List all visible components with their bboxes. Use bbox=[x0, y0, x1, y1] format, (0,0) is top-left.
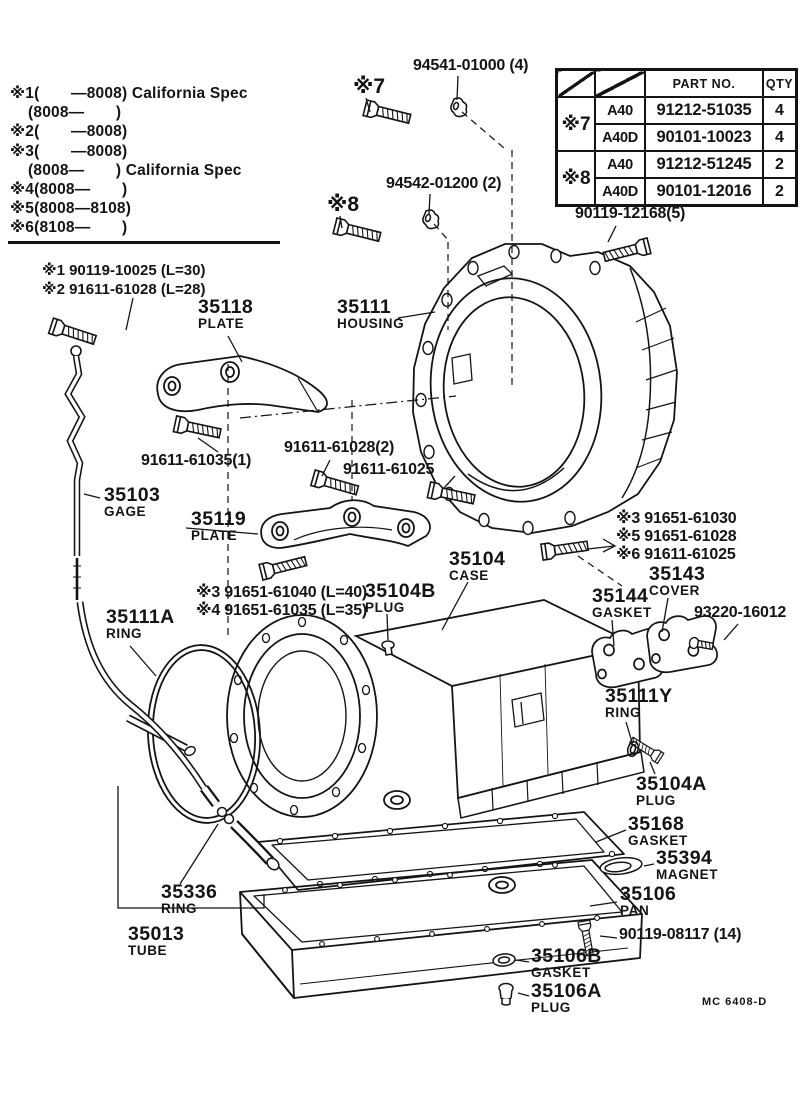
oil-pan-drawing bbox=[239, 859, 643, 999]
part-cell: 91212-51035 bbox=[644, 96, 764, 125]
model-cell: A40 bbox=[594, 150, 646, 179]
bolt-mark12-drawing bbox=[47, 317, 99, 349]
spec-legend-line: ※6(8108— ) bbox=[10, 219, 128, 237]
bolt-length-notes: ※1 90119-10025 (L=30) ※2 91611-61028 (L=2… bbox=[42, 261, 205, 299]
part-cell: 90101-10023 bbox=[644, 123, 764, 152]
diagonal-header-cell bbox=[594, 68, 646, 98]
dashed-reference-lines bbox=[227, 111, 623, 636]
legend-underline bbox=[8, 241, 280, 244]
oring-drawing bbox=[146, 644, 262, 824]
qty-cell: 2 bbox=[762, 177, 798, 207]
spec-legend-line: ※1( —8008) California Spec bbox=[10, 85, 248, 102]
qty-cell: 4 bbox=[762, 96, 798, 125]
bolt-length-note: ※2 91611-61028 (L=28) bbox=[42, 281, 206, 298]
magnet-35394-drawing bbox=[599, 856, 643, 876]
parts-table-head: PART NO. QTY bbox=[555, 68, 798, 98]
bolt-mark7-drawing bbox=[362, 99, 413, 128]
model-cell: A40D bbox=[594, 177, 646, 207]
spec-legend-line: ※2( —8008) bbox=[10, 123, 128, 141]
parts-table-header-row: PART NO. QTY bbox=[555, 68, 798, 98]
part-cell: 90101-12016 bbox=[644, 177, 764, 207]
part-cell: 91212-51245 bbox=[644, 150, 764, 179]
diagonal-header-cell bbox=[555, 68, 596, 98]
qty-cell: 2 bbox=[762, 150, 798, 179]
qty-cell: 4 bbox=[762, 123, 798, 152]
dipstick-gage-drawing bbox=[64, 345, 86, 600]
drawing-code: MC 6408-D bbox=[702, 996, 768, 1008]
group-mark-cell: ※8 bbox=[555, 150, 596, 207]
leader-lines bbox=[83, 75, 739, 997]
spec-legend-line: ※5(8008—8108) bbox=[10, 200, 132, 218]
case-drawing bbox=[226, 599, 645, 819]
bolt-length-note: ※1 90119-10025 (L=30) bbox=[42, 262, 206, 279]
plate-35119-drawing bbox=[260, 499, 431, 549]
spec-legend-line: ※4(8008— ) bbox=[10, 180, 128, 198]
bolt-90119-08117-drawing bbox=[577, 919, 597, 957]
group-mark-cell: ※7 bbox=[555, 96, 596, 152]
plug-35104B-drawing bbox=[381, 640, 395, 656]
bolt-91611-61035-drawing bbox=[172, 415, 223, 442]
model-cell: A40D bbox=[594, 123, 646, 152]
plug-35104A-drawing bbox=[627, 734, 665, 765]
tube-ring-35336-drawing bbox=[216, 806, 235, 825]
plug-35106A-drawing bbox=[498, 982, 514, 1006]
bell-housing-drawing bbox=[412, 243, 678, 536]
qty-header: QTY bbox=[762, 68, 798, 98]
bolt-90119-12168-drawing bbox=[601, 237, 652, 266]
ring-35111Y-drawing bbox=[626, 740, 640, 758]
part-no-header: PART NO. bbox=[644, 68, 764, 98]
pan-gasket-drawing bbox=[257, 811, 625, 891]
plate-35118-drawing bbox=[156, 355, 328, 413]
spec-legend-line: ※3( —8008) bbox=[10, 142, 128, 160]
gasket-35106B-drawing bbox=[492, 953, 516, 967]
spec-legend: ※1( —8008) California Spec (8008— )※2( —… bbox=[10, 84, 248, 238]
filler-tube-drawing bbox=[76, 601, 280, 871]
bolt-marks34-drawing bbox=[258, 552, 309, 581]
model-cell: A40 bbox=[594, 96, 646, 125]
spec-legend-line: (8008— ) California Spec bbox=[10, 161, 242, 179]
spec-legend-line: (8008— ) bbox=[10, 104, 122, 122]
bolt-marks356-drawing bbox=[540, 537, 590, 561]
